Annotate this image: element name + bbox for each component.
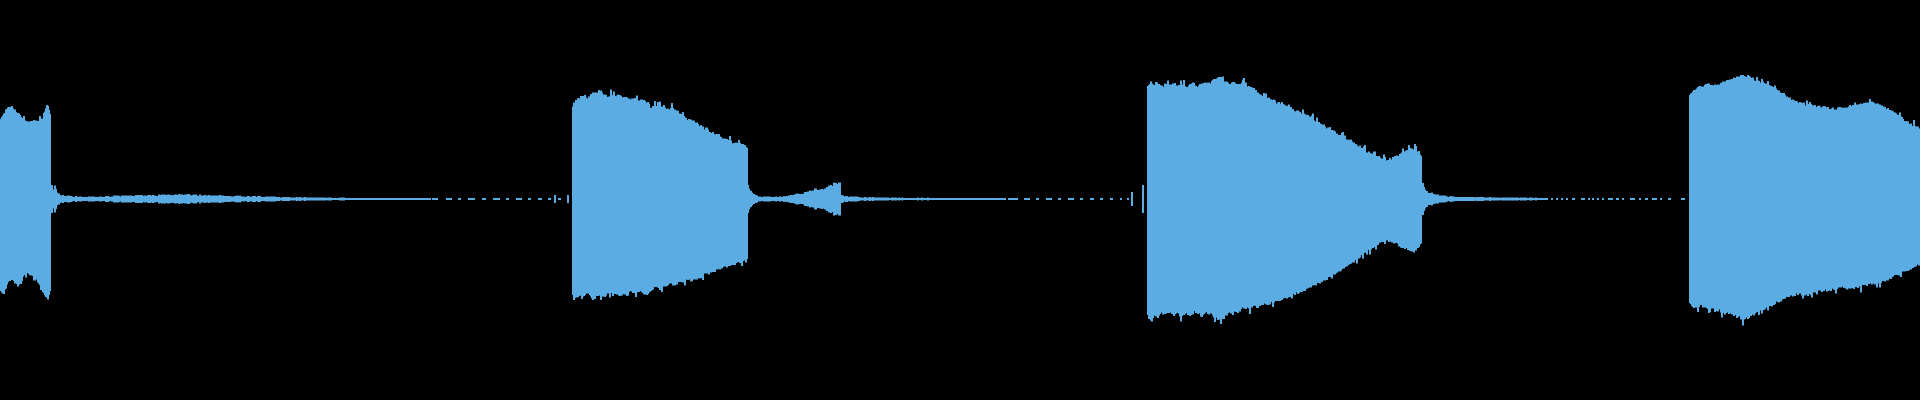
waveform-burst-3 xyxy=(1147,76,1422,324)
waveform-burst-2 xyxy=(572,89,748,301)
waveform-decay-after-burst-1 xyxy=(50,184,431,214)
waveform-burst-1 xyxy=(0,105,51,300)
waveform-burst-4 xyxy=(1689,74,1920,326)
waveform-decay-after-burst-3 xyxy=(1421,182,1545,216)
waveform-transient-ticks xyxy=(554,185,1144,213)
waveform-decay-and-crescendo-after-burst-2 xyxy=(747,182,1006,216)
